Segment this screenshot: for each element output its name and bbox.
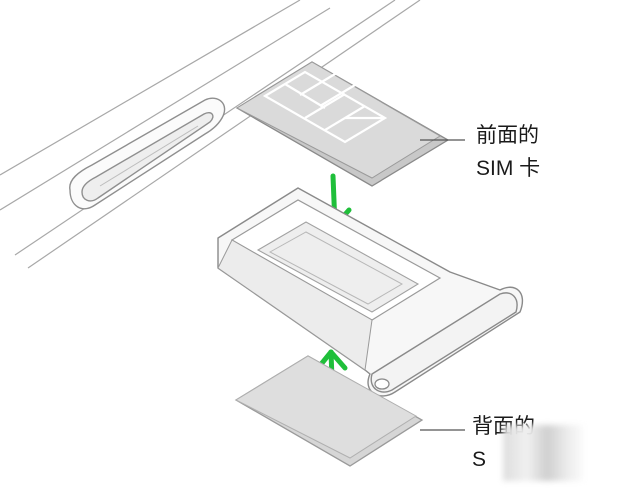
- sim-tray: [217, 187, 524, 397]
- front-sim-label-line2: SIM 卡: [476, 157, 541, 180]
- back-sim-card: [234, 355, 424, 467]
- front-sim-label-line1: 前面的: [476, 124, 539, 147]
- blurred-watermark: [503, 425, 583, 481]
- front-sim-chip: [262, 70, 388, 144]
- tray-eject-hole: [374, 378, 390, 390]
- front-sim-card: [235, 61, 450, 187]
- back-sim-label-line2: S: [472, 448, 487, 471]
- phone-sim-slot: [69, 97, 226, 210]
